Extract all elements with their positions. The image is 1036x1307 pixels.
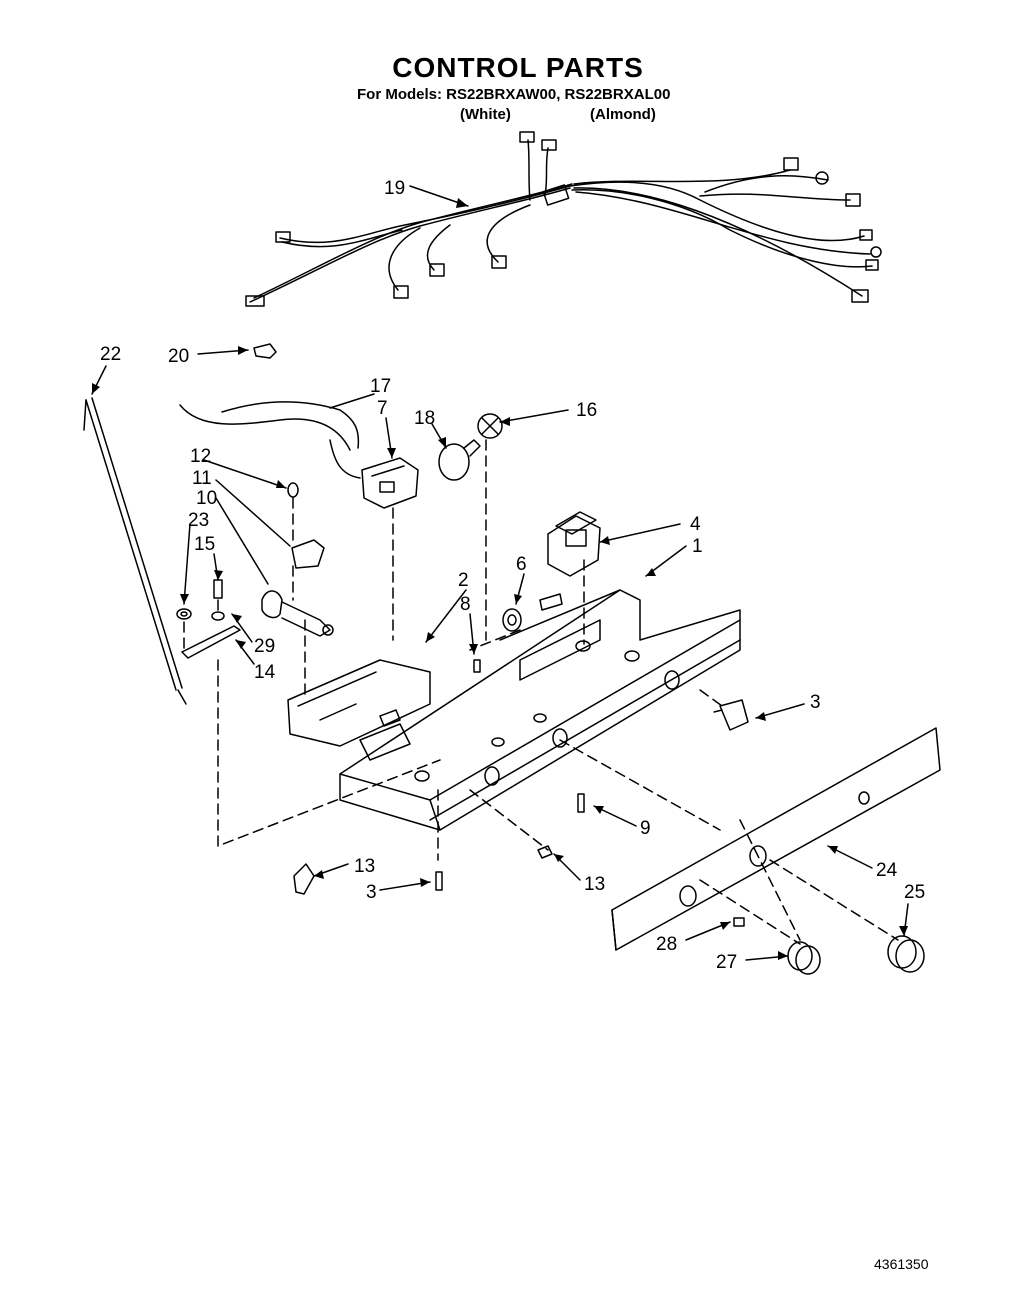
arrowheads [92, 198, 908, 960]
washer-part [176, 608, 192, 620]
screw-part [473, 659, 481, 673]
grommet-part [502, 608, 522, 632]
control-shaft [261, 590, 334, 637]
clip-part [253, 343, 277, 359]
callout-19: 18 [414, 408, 435, 429]
callout-24: 23 [188, 510, 209, 531]
variant-almond: (Almond) [590, 106, 656, 123]
wiring-harness [245, 131, 882, 307]
leader-lines [91, 185, 909, 961]
callout-27: 27 [716, 952, 737, 973]
page-title: CONTROL PARTS [392, 52, 644, 83]
callout-23: 22 [100, 344, 121, 365]
callout-18: 17 [370, 376, 391, 397]
light-bulb [438, 439, 481, 481]
clip-part [293, 863, 315, 895]
variant-white: (White) [460, 106, 511, 123]
callout-29: 29 [254, 636, 275, 657]
screw-part [287, 482, 299, 498]
screw-part [537, 845, 553, 859]
terminal-part [713, 699, 749, 731]
screw-part [213, 579, 223, 599]
control-knob [787, 941, 821, 975]
callout-12: 11 [192, 468, 212, 489]
callout-13: 13 [584, 874, 605, 895]
callout-2: 2 [458, 570, 469, 591]
callout-22: 20 [168, 346, 189, 367]
clip-part [733, 917, 745, 927]
model-numbers: For Models: RS22BRXAW00, RS22BRXAL00 [357, 86, 671, 103]
callout-9: 7 [377, 398, 388, 419]
callout-6: 4 [690, 514, 701, 535]
callout-13: 12 [190, 446, 211, 467]
callout-8: 6 [516, 554, 527, 575]
control-housing [339, 589, 741, 831]
bracket-part [291, 539, 325, 569]
callout-4: 3 [810, 692, 821, 713]
callout-11: 10 [196, 488, 217, 509]
rod-part [83, 397, 187, 705]
switch-part [361, 457, 419, 509]
callout-14: 13 [354, 856, 375, 877]
callout-17: 16 [576, 400, 597, 421]
callout-labels: 19 20 22 17 7 18 16 12 11 10 23 15 29 14… [100, 178, 925, 973]
lever-part [181, 625, 241, 659]
document-number: 4361350 [874, 1256, 929, 1272]
front-panel [611, 727, 941, 951]
screw-part [577, 793, 585, 813]
callout-15: 14 [254, 662, 276, 683]
callout-26: 25 [904, 882, 925, 903]
callout-20: 19 [384, 178, 405, 199]
callout-7: 9 [640, 818, 651, 839]
callout-16: 15 [194, 534, 215, 555]
callout-10: 8 [460, 594, 471, 615]
screw-part [435, 871, 443, 891]
assembly-lines [183, 439, 899, 945]
callout-25: 24 [876, 860, 898, 881]
washer-part [211, 611, 225, 621]
defrost-timer [547, 511, 601, 577]
callout-28: 28 [656, 934, 677, 955]
callout-3: 3 [366, 882, 377, 903]
callout-1: 1 [692, 536, 703, 557]
control-knob [887, 935, 925, 973]
mounting-bracket [287, 659, 431, 747]
light-socket [477, 413, 503, 439]
